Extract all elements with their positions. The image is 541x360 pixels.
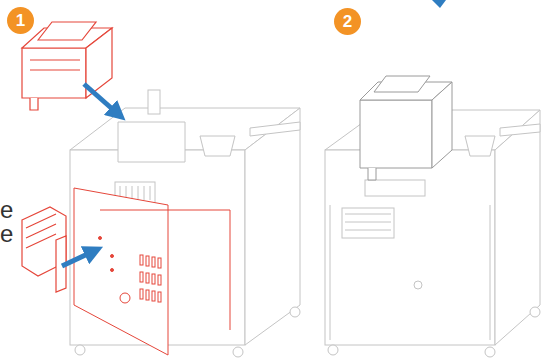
vent-slot xyxy=(146,290,149,300)
vent-slot xyxy=(140,289,143,299)
drawer-grid xyxy=(26,214,56,248)
callout-badge: 2 xyxy=(334,8,361,35)
vent-slot xyxy=(140,272,143,282)
left-cabinet xyxy=(70,90,300,357)
insert-arrow xyxy=(84,84,118,114)
insert-arrow xyxy=(62,251,94,266)
wheel xyxy=(328,345,338,355)
cropped-text: e xyxy=(0,198,13,222)
vent-slot xyxy=(152,257,155,267)
wheel xyxy=(485,347,495,357)
callout-badge: 1 xyxy=(7,7,34,34)
wheel xyxy=(75,345,85,355)
brewer-installed xyxy=(360,76,452,180)
wheel xyxy=(290,307,300,317)
brewer-lines xyxy=(30,60,80,70)
vent-slot xyxy=(158,275,161,285)
cup-holder xyxy=(465,136,495,156)
vent-slot xyxy=(146,256,149,266)
cabinet-side xyxy=(495,110,540,345)
cropped-text: e xyxy=(0,222,13,246)
handle xyxy=(148,90,160,114)
filter-drawer xyxy=(22,207,66,292)
wheel xyxy=(233,347,243,357)
cabinet-opening xyxy=(100,210,230,330)
vent-slot xyxy=(152,274,155,284)
screw-hole xyxy=(111,269,114,272)
brewer-slot xyxy=(118,122,185,162)
screw-hole xyxy=(111,255,114,258)
brewer-lid xyxy=(374,76,430,92)
callout-number: 2 xyxy=(343,13,352,30)
cabinet-side xyxy=(245,108,300,345)
vent-slot xyxy=(140,255,143,265)
door-knob xyxy=(120,293,130,303)
brewer-spout xyxy=(368,168,376,180)
partial-arrow xyxy=(432,0,446,8)
drip-tray xyxy=(365,180,425,196)
brewer-lid xyxy=(38,22,96,40)
door-panel xyxy=(74,188,168,355)
wheel xyxy=(530,307,540,317)
handle xyxy=(500,124,540,136)
vent-slot xyxy=(152,291,155,301)
drawer-installed xyxy=(342,208,394,238)
grill-lines xyxy=(345,214,391,230)
handle xyxy=(250,122,300,136)
vent-slot xyxy=(158,258,161,268)
brewer-front xyxy=(360,100,432,168)
cabinet-front xyxy=(325,150,495,345)
badge-circle xyxy=(7,7,34,34)
brewer-front xyxy=(22,48,86,98)
cup-holder xyxy=(200,136,235,156)
open-door xyxy=(74,188,230,355)
callout-number: 1 xyxy=(16,12,25,29)
screw-hole xyxy=(99,237,102,240)
door-edges xyxy=(330,205,490,340)
vent-slot xyxy=(146,273,149,283)
badge-circle xyxy=(334,8,361,35)
brewer-side xyxy=(432,82,452,168)
door-knob xyxy=(414,281,422,289)
vent-slot xyxy=(158,292,161,302)
vent-slots xyxy=(140,255,161,302)
brewer-spout xyxy=(30,98,38,110)
